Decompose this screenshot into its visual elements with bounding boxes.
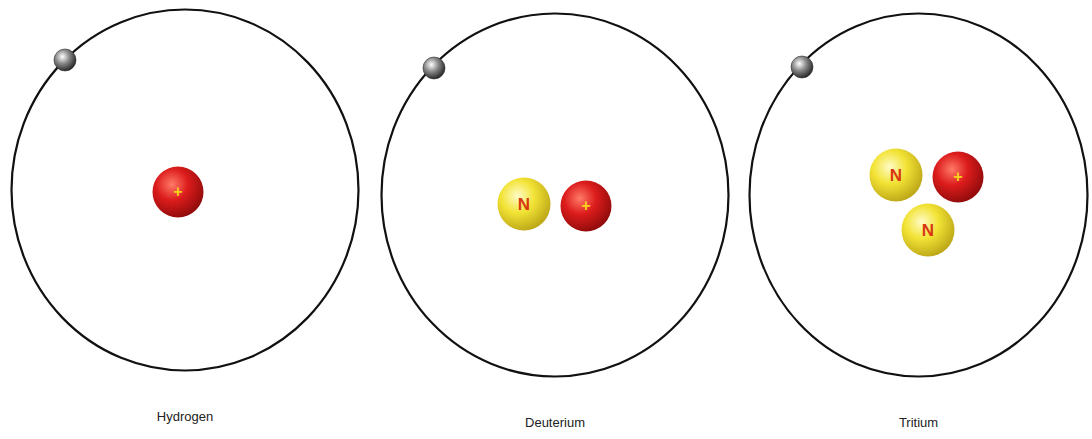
neutron: N — [869, 148, 923, 202]
electron — [791, 56, 813, 78]
particle-sign: + — [173, 184, 182, 200]
particle-ball — [153, 167, 204, 218]
atom-name: Deuterium — [376, 414, 734, 432]
label-holder: Deuterium — [376, 414, 734, 432]
particle-ball — [933, 152, 984, 203]
particle-ball — [870, 149, 923, 202]
electron — [54, 49, 76, 71]
atom-name: Tritium — [744, 414, 1092, 432]
proton: + — [560, 180, 612, 232]
label-holder: Hydrogen — [6, 408, 364, 426]
proton: + — [932, 151, 984, 203]
orbit-ring — [750, 14, 1088, 377]
particle-sign: N — [922, 222, 934, 239]
neutron: N — [901, 203, 955, 257]
particle-sign: N — [518, 196, 530, 213]
proton: + — [152, 166, 204, 218]
particle-ball — [498, 178, 551, 231]
orbit-outline — [748, 12, 1089, 378]
particle-sign: + — [953, 169, 962, 185]
orbit-outline — [380, 12, 730, 378]
orbit-shell: TritiumN+N — [748, 12, 1089, 378]
particle-sign: + — [581, 198, 590, 214]
orbit-ring — [12, 10, 359, 371]
particle-ball — [561, 181, 612, 232]
particle-sign: N — [890, 167, 902, 184]
orbit-shell: Hydrogen+ — [10, 8, 360, 372]
orbit-shell: DeuteriumN+ — [380, 12, 730, 378]
atom-name: Hydrogen — [6, 408, 364, 426]
electron — [423, 57, 445, 79]
orbit-ring — [382, 14, 729, 377]
label-holder: Tritium — [744, 414, 1092, 432]
neutron: N — [497, 177, 551, 231]
particle-ball — [902, 204, 955, 257]
